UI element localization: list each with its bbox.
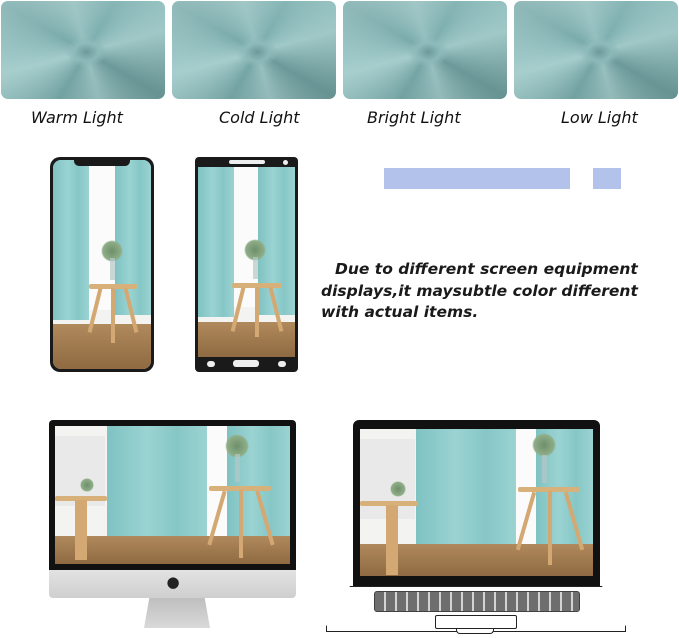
decorative-bar-short (593, 168, 621, 189)
phone-notch (74, 157, 130, 166)
imac-stand (144, 598, 210, 628)
curtain-scene (53, 160, 151, 369)
laptop-keyboard (374, 591, 580, 612)
imac-chin (49, 570, 296, 598)
phone-menu-button (278, 361, 286, 367)
phone-screen (198, 167, 295, 357)
phone-android (195, 157, 298, 372)
swatch-label-bright: Bright Light (367, 108, 461, 127)
imac-screen (55, 426, 290, 564)
disclaimer-line-3: with actual items. (321, 303, 479, 321)
fabric-swatch-warm (1, 1, 165, 99)
fabric-swatch-low (514, 1, 678, 99)
laptop-front-notch (456, 629, 494, 634)
phone-speaker (229, 160, 265, 164)
phone-notched (50, 157, 154, 372)
disclaimer-line-1: Due to different screen equipment (335, 260, 638, 278)
imac-display (49, 420, 296, 570)
swatch-label-cold: Cold Light (219, 108, 300, 127)
phone-screen (53, 160, 151, 369)
laptop-screen (360, 429, 593, 576)
laptop-display (353, 420, 600, 588)
disclaimer-line-2: displays,it maysubtle color different (321, 281, 638, 300)
color-disclaimer: Due to different screen equipment displa… (321, 259, 641, 324)
swatch-label-warm: Warm Light (31, 108, 123, 127)
apple-logo-icon: ● (166, 573, 180, 591)
phone-back-button (207, 361, 215, 367)
swatch-label-low: Low Light (561, 108, 638, 127)
fabric-swatch-cold (172, 1, 336, 99)
phone-home-button (233, 360, 259, 367)
curtain-scene (55, 426, 290, 564)
phone-camera (283, 160, 288, 165)
fabric-swatch-bright (343, 1, 507, 99)
laptop-trackpad (435, 615, 517, 629)
decorative-bar-long (384, 168, 570, 189)
curtain-scene (198, 167, 295, 357)
curtain-scene (360, 429, 593, 576)
